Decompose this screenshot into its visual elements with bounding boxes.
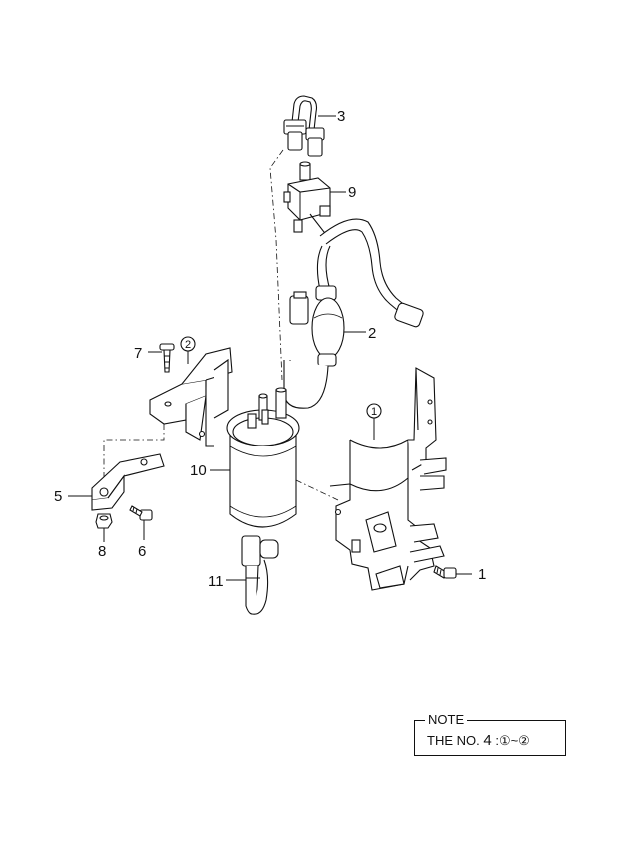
assembly-line-3 [269,149,284,381]
callout-6: 6 [138,543,146,560]
part-11-sensor-lead [241,535,279,615]
note-body: THE NO. 4 :①~② [427,732,530,749]
callout-11: 11 [208,573,224,590]
part-9-valve [283,161,331,241]
part-3-hose-connector [283,95,325,157]
callout-9: 9 [348,184,356,201]
note-range: :①~② [495,733,530,748]
callout-2: 2 [368,325,376,342]
bracket-circled-2 [149,347,233,447]
leader-lines [68,115,472,581]
callout-10: 10 [190,462,207,479]
note-number: 4 [483,732,492,749]
callout-1: 1 [478,566,486,583]
part-1-bolt [433,565,457,579]
part-10-fuel-filter [226,387,300,528]
circle-marker-2 [180,336,196,352]
note-box: NOTE THE NO. 4 :①~② [414,712,566,756]
circle-marker-1 [366,403,382,419]
callout-5: 5 [54,488,62,505]
part-8-nut [95,513,113,529]
part-7-screw [159,343,175,373]
callout-3: 3 [337,108,345,125]
note-title: NOTE [425,712,468,727]
assembly-line-filter [295,479,339,501]
callout-circled-1: 1 [371,406,377,418]
part-5-bracket [91,453,165,511]
part-6-bolt [129,505,153,521]
bracket-circled-1 [329,367,447,591]
callout-7: 7 [134,345,142,362]
callout-labels: 3 9 2 7 2 1 10 5 8 6 11 1 [54,108,486,590]
note-prefix: THE NO. [427,733,480,748]
callout-circled-2: 2 [185,339,191,351]
part-2-primer-bulb [283,218,424,409]
assembly-line-bracket [103,424,165,482]
callout-8: 8 [98,543,106,560]
